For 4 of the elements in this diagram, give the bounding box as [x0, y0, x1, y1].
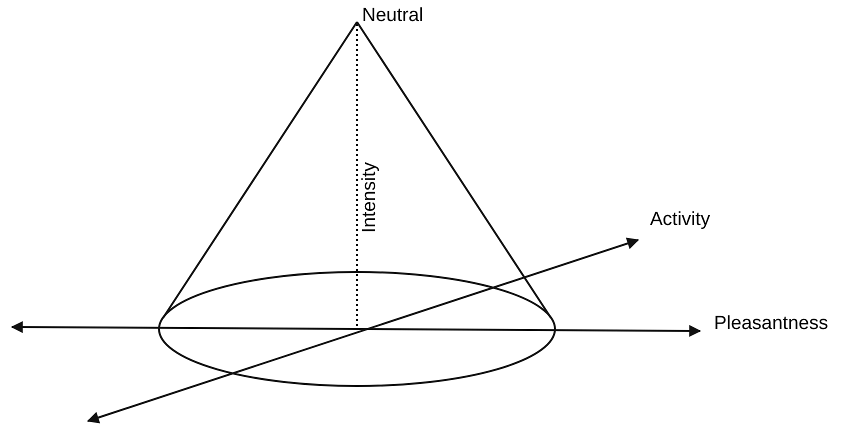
axis-label: Pleasantness	[714, 314, 828, 333]
axis-label: Intensity	[360, 162, 379, 233]
apex-label: Neutral	[362, 6, 424, 25]
axis-label: Activity	[650, 210, 710, 229]
